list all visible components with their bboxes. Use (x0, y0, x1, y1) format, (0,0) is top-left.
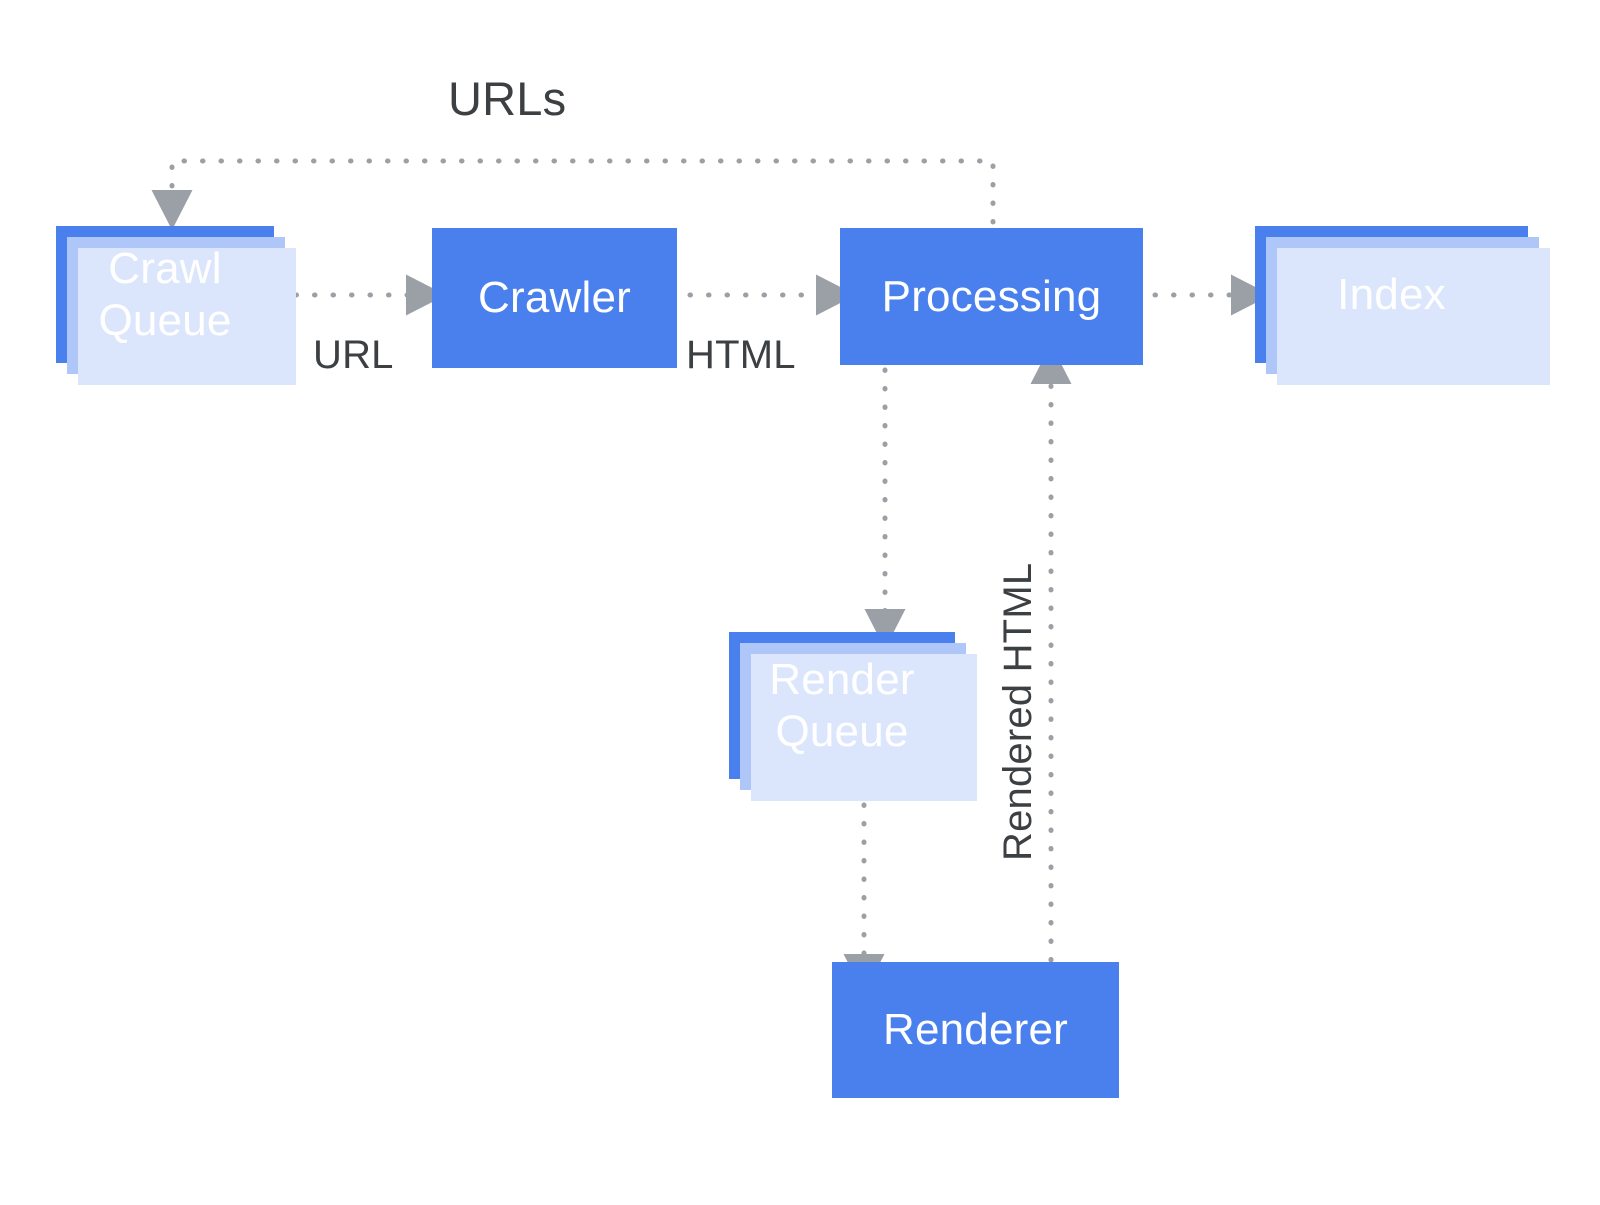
edge-label-rendered-html: Rendered HTML (996, 562, 1040, 861)
edge-label-url: URL (313, 333, 394, 377)
edge-processing-to-crawl-queue-loop (151, 158, 996, 230)
node-index[interactable]: Index (1255, 226, 1550, 385)
node-render-queue-label: Render Queue (769, 655, 915, 756)
node-crawl-queue-label: Crawl Queue (98, 244, 232, 345)
node-index-label: Index (1337, 269, 1446, 319)
node-processing-label: Processing (881, 271, 1102, 321)
node-crawler-label: Crawler (478, 273, 631, 323)
node-crawler[interactable]: Crawler (432, 228, 677, 368)
node-renderer-label: Renderer (882, 1005, 1069, 1055)
node-renderer[interactable]: Renderer (832, 962, 1119, 1098)
node-crawl-queue[interactable]: Crawl Queue (56, 226, 296, 385)
node-processing[interactable]: Processing (840, 228, 1143, 365)
node-render-queue[interactable]: Render Queue (729, 632, 977, 801)
edge-label-html: HTML (686, 333, 796, 377)
edge-label-urls: URLs (448, 72, 567, 125)
